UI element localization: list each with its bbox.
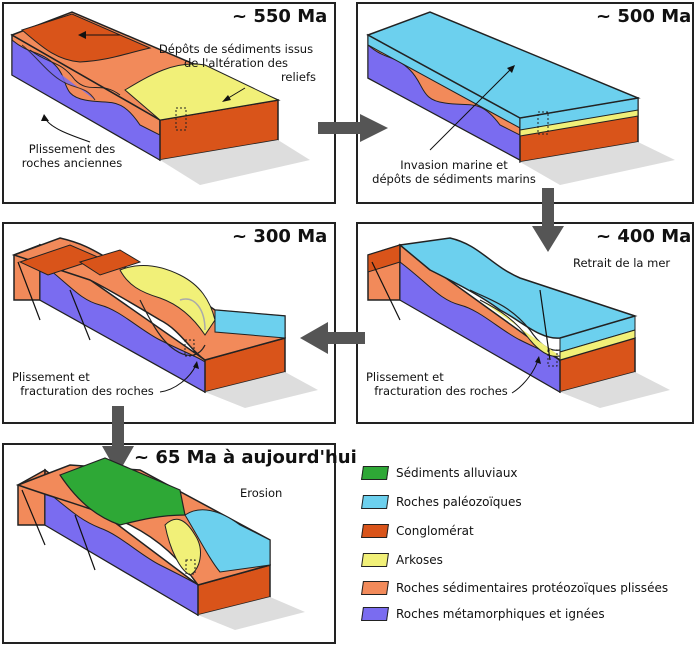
- arrow-right-icon: [318, 114, 388, 142]
- label-folding-300: Plissement et fracturation des roches: [12, 370, 162, 398]
- label-folding-300-line-2: fracturation des roches: [20, 384, 154, 398]
- legend-item-alluvial: Sédiments alluviaux: [361, 463, 518, 483]
- label-deposits-line-3: reliefs: [280, 70, 316, 84]
- legend-label-proterozoic: Roches sédimentaires protéozoïques pliss…: [396, 581, 669, 595]
- legend-item-metamorphic: Roches métamorphiques et ignées: [361, 604, 605, 624]
- legend-swatch-conglomerate: [361, 524, 389, 538]
- legend-label-paleozoic: Roches paléozoïques: [396, 495, 522, 509]
- arrow-left-icon: [300, 322, 365, 354]
- label-retreat: Retrait de la mer: [573, 256, 671, 270]
- label-folding-400-line-1: Plissement et: [366, 370, 444, 384]
- legend-swatch-alluvial: [361, 466, 389, 480]
- label-deposits-line-1: Dépôts de sédiments issus: [158, 42, 314, 56]
- arrow-down-icon: [102, 406, 134, 474]
- block-65: [15, 457, 305, 630]
- label-invasion-line-1: Invasion marine et: [400, 158, 508, 172]
- legend-label-alluvial: Sédiments alluviaux: [396, 466, 518, 480]
- label-folding-400-line-2: fracturation des roches: [374, 384, 508, 398]
- arrow-down-icon: [532, 188, 564, 252]
- label-folding-400: Plissement et fracturation des roches: [366, 370, 516, 398]
- label-invasion-line-2: dépôts de sédiments marins: [372, 172, 536, 186]
- block-550: [10, 11, 310, 185]
- legend-item-arkose: Arkoses: [361, 550, 443, 570]
- age-title-550: ~ 550 Ma: [232, 6, 328, 27]
- label-folding-old-line-1: Plissement des: [28, 142, 116, 156]
- label-folding-300-line-1: Plissement et: [12, 370, 90, 384]
- label-invasion: Invasion marine et dépôts de sédiments m…: [366, 158, 542, 186]
- block-300: [11, 237, 318, 408]
- age-title-500: ~ 500 Ma: [596, 6, 692, 27]
- legend-label-metamorphic: Roches métamorphiques et ignées: [396, 607, 605, 621]
- label-deposits-line-2: de l'altération des: [183, 56, 289, 70]
- label-folding-old-line-2: roches anciennes: [21, 156, 123, 170]
- block-500: [366, 11, 675, 185]
- legend-label-arkose: Arkoses: [396, 553, 443, 567]
- legend-swatch-paleozoic: [361, 495, 389, 509]
- label-erosion: Erosion: [240, 486, 283, 500]
- legend-label-conglomerate: Conglomérat: [396, 524, 474, 538]
- legend-swatch-proterozoic: [361, 581, 389, 595]
- legend-swatch-arkose: [361, 553, 389, 567]
- age-title-65: ~ 65 Ma à aujourd'hui: [134, 447, 357, 468]
- legend-item-conglomerate: Conglomérat: [361, 521, 474, 541]
- block-400: [367, 237, 670, 408]
- legend-item-proterozoic: Roches sédimentaires protéozoïques pliss…: [361, 578, 669, 598]
- age-title-300: ~ 300 Ma: [232, 226, 328, 247]
- legend-item-paleozoic: Roches paléozoïques: [361, 492, 522, 512]
- label-folding-old: Plissement des roches anciennes: [12, 142, 132, 170]
- age-title-400: ~ 400 Ma: [596, 226, 692, 247]
- legend-swatch-metamorphic: [361, 607, 389, 621]
- label-deposits: Dépôts de sédiments issus de l'altératio…: [148, 42, 324, 84]
